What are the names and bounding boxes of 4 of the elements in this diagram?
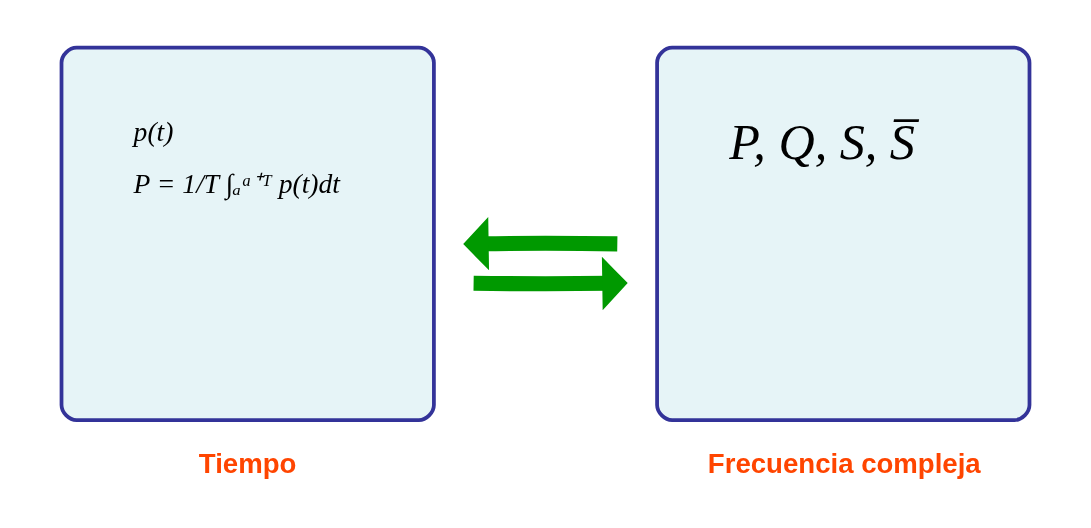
node-label: Frecuencia compleja <box>707 447 981 479</box>
arrow <box>463 216 618 271</box>
node-label: Tiempo <box>198 447 297 479</box>
arrow <box>473 256 628 311</box>
